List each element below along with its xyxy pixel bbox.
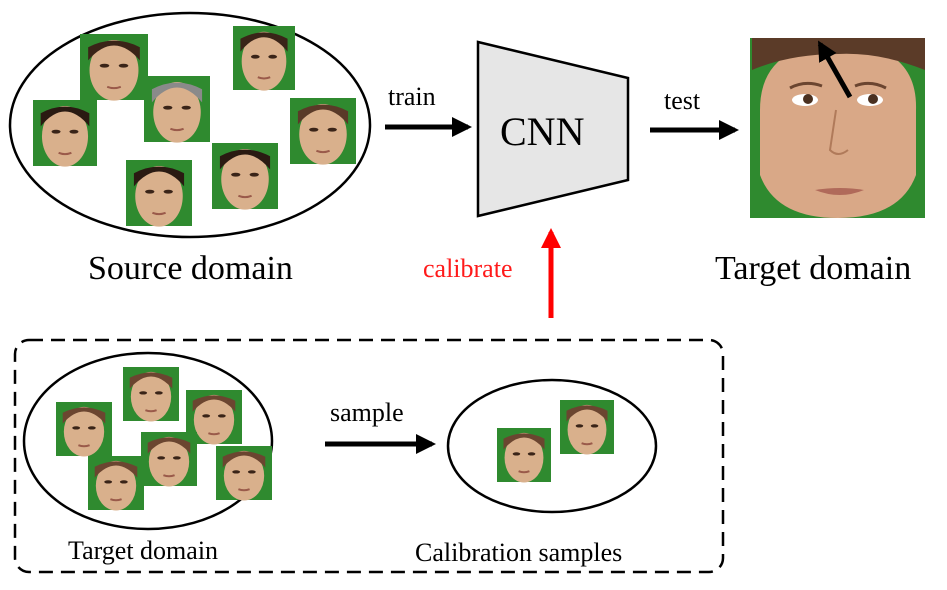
face-photo-icon [80,34,148,101]
face-photo-icon [126,160,192,227]
target-domain-label: Target domain [715,250,912,287]
calibrate-label: calibrate [423,254,513,283]
face-photo-icon [212,143,278,210]
calibration-samples-ellipse [446,378,658,514]
cnn-block [476,40,630,218]
source-domain-ellipse [8,11,372,239]
test-label: test [664,86,701,115]
face-photo-icon [141,432,197,487]
face-photo-icon [123,367,179,422]
calibration-samples-label: Calibration samples [415,538,623,567]
face-photo-icon [560,400,614,455]
face-photo-icon [497,428,551,483]
source-domain-label: Source domain [88,250,293,287]
face-photo-icon [56,402,112,457]
face-photo-icon [186,390,242,445]
face-photo-icon [290,98,356,165]
sample-label: sample [330,398,404,427]
face-photo-icon [88,456,144,511]
calibration-dashed-box [13,338,725,574]
target-domain-pool-label: Target domain [68,536,219,565]
face-thumbnails [33,26,614,511]
face-photo-icon [233,26,295,91]
face-photo-icon [216,446,272,501]
gaze-arrow-icon [817,40,853,99]
target-domain-pool-ellipse [22,351,274,531]
face-photo-icon [144,76,210,143]
cnn-label: CNN [500,109,585,154]
target-face-image [750,38,925,218]
train-label: train [388,82,436,111]
face-photo-icon [33,100,97,167]
